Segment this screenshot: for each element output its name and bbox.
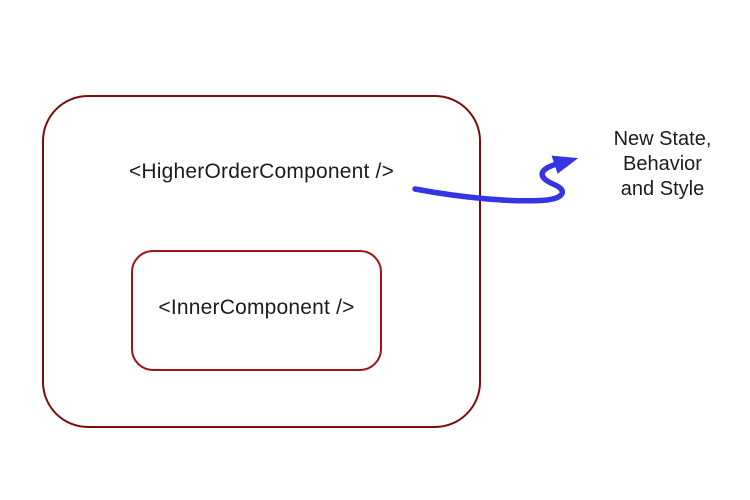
annotation-line-1: New State, — [613, 128, 712, 150]
annotation-line-2: Behavior — [623, 153, 702, 175]
inner-component-label: <InnerComponent /> — [158, 296, 355, 319]
annotation-line-3: and Style — [620, 178, 705, 200]
annotation-text: New State, Behavior and Style — [585, 127, 740, 202]
inner-component-box: <InnerComponent /> — [131, 250, 382, 371]
higher-order-component-label: <HigherOrderComponent /> — [128, 160, 395, 183]
